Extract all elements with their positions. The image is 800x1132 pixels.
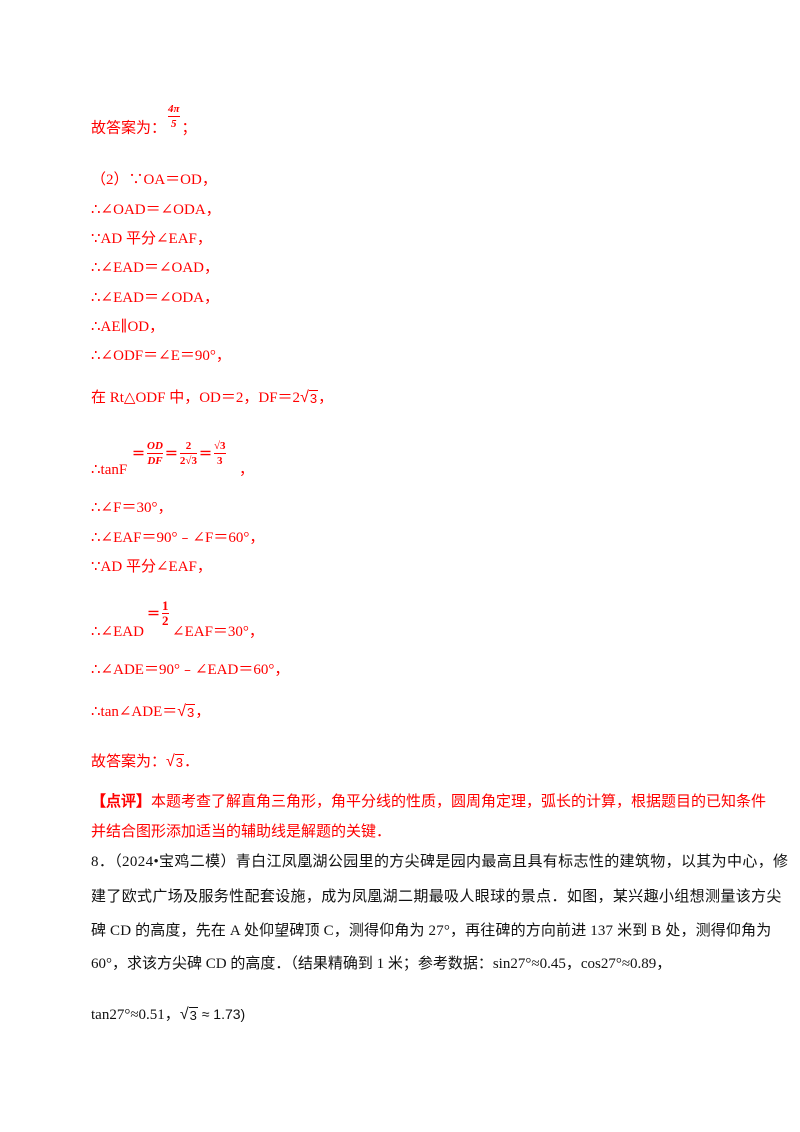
proof-line: ∵AD 平分∠EAF， [91, 559, 212, 575]
proof-line: ∴∠EAF＝90°﹣∠F＝60°， [91, 530, 265, 546]
sqrt-expression: √3 [177, 703, 196, 720]
tan27-value: tan27°≈0.51， [91, 1007, 180, 1023]
answer-1-prefix: 故答案为： [91, 120, 167, 137]
problem-8-line-4: 60°，求该方尖碑 CD 的高度．（结果精确到 1 米；参考数据：sin27°≈… [91, 956, 672, 972]
tan-ade-line: ∴tan∠ADE＝√3， [91, 702, 210, 722]
fraction-bar [147, 453, 163, 454]
problem-8-line-3: 碑 CD 的高度，先在 A 处仰望碑顶 C，测得仰角为 27°，再往碑的方向前进… [91, 923, 772, 939]
tan-ade-end: ， [195, 704, 211, 720]
answer-2-prefix: 故答案为： [91, 754, 167, 770]
proof-line: ∴∠F＝30°， [91, 500, 173, 516]
proof-line: （2）∵OA＝OD， [91, 172, 217, 188]
tan-f-end: ， [239, 462, 255, 478]
fraction-denominator: 2√3 [179, 455, 197, 467]
proof-line: ∴∠EAD＝∠OAD， [91, 260, 220, 276]
rt-triangle-line: 在 Rt△ODF 中，OD＝2，DF＝2√3， [91, 388, 333, 408]
problem-8-line-2: 建了欧式广场及服务性配套设施，成为凤凰湖二期最吸人眼球的景点．如图，某兴趣小组想… [91, 889, 782, 905]
comment-line-2: 并结合图形添加适当的辅助线是解题的关键． [91, 824, 392, 840]
answer-1: 故答案为： 4π 5 ； [91, 103, 197, 139]
rt-line-text: 在 Rt△ODF 中，OD＝2，DF＝2 [91, 390, 301, 406]
fraction-denominator: 5 [171, 118, 177, 131]
ead-suffix: ∠EAF＝30°， [172, 624, 264, 640]
fraction-bar [179, 453, 197, 454]
answer-2: 故答案为：√3． [91, 752, 199, 772]
sqrt-radicand: 3 [186, 704, 196, 720]
equals-sign: ＝ [132, 445, 146, 461]
fraction-numerator: OD [147, 440, 163, 452]
problem-8-line-1: 8．（2024•宝鸡二模）青白江凤凰湖公园里的方尖碑是园内最高且具有标志性的建筑… [91, 854, 789, 870]
fraction-bar [213, 453, 226, 454]
fraction-denominator: 3 [217, 455, 223, 467]
equals-sign: ＝ [164, 445, 178, 461]
comment-tag: 【点评】 [91, 794, 152, 810]
fraction-numerator: 2 [185, 440, 192, 452]
answer-2-end: ． [184, 754, 200, 770]
problem-8-line-5: tan27°≈0.51，√3 ≈ 1.73) [91, 1004, 245, 1025]
proof-line: ∴∠ADE＝90°﹣∠EAD＝60°， [91, 662, 290, 678]
proof-line: ∴AE∥OD， [91, 319, 165, 335]
fraction-numerator: 1 [162, 598, 169, 613]
equals-sign: ＝ [198, 445, 212, 461]
fraction-numerator: 4π [168, 103, 180, 116]
sqrt-expression: √3 [179, 1006, 198, 1023]
fraction-od-df: OD DF [147, 440, 163, 467]
fraction-denominator: 2 [162, 613, 169, 628]
proof-line: ∴∠OAD＝∠ODA， [91, 202, 221, 218]
sqrt-expression: √3 [300, 389, 319, 406]
sqrt-radicand: 3 [308, 390, 319, 406]
proof-line: ∴∠ODF＝∠E＝90°， [91, 348, 231, 364]
comment-text: 本题考查了解直角三角形，角平分线的性质，圆周角定理，弧长的计算，根据题目的已知条… [151, 794, 767, 810]
rt-line-end: ， [318, 390, 334, 406]
sqrt3-approx: ≈ 1.73) [197, 1006, 246, 1022]
sqrt-radicand: 3 [174, 754, 185, 770]
fraction-denominator: DF [147, 455, 163, 467]
sqrt-expression: √3 [166, 753, 185, 770]
fraction-numerator: √3 [213, 440, 226, 452]
comment-line-1: 【点评】本题考查了解直角三角形，角平分线的性质，圆周角定理，弧长的计算，根据题目… [91, 792, 766, 812]
proof-line: ∴∠EAD＝∠ODA， [91, 290, 220, 306]
answer-1-suffix: ； [181, 120, 197, 137]
ead-prefix: ∴∠EAD [91, 624, 144, 640]
fraction-bar [168, 116, 180, 118]
tan-f-prefix: ∴tanF [91, 462, 128, 478]
fraction-bar [162, 613, 169, 614]
tan-ade-prefix: ∴tan∠ADE＝ [91, 704, 178, 720]
proof-line: ∵AD 平分∠EAF， [91, 231, 212, 247]
sqrt-radicand: 3 [188, 1007, 198, 1023]
equals-sign: ＝ [147, 605, 161, 621]
answer-1-fraction: 4π 5 [168, 103, 180, 130]
